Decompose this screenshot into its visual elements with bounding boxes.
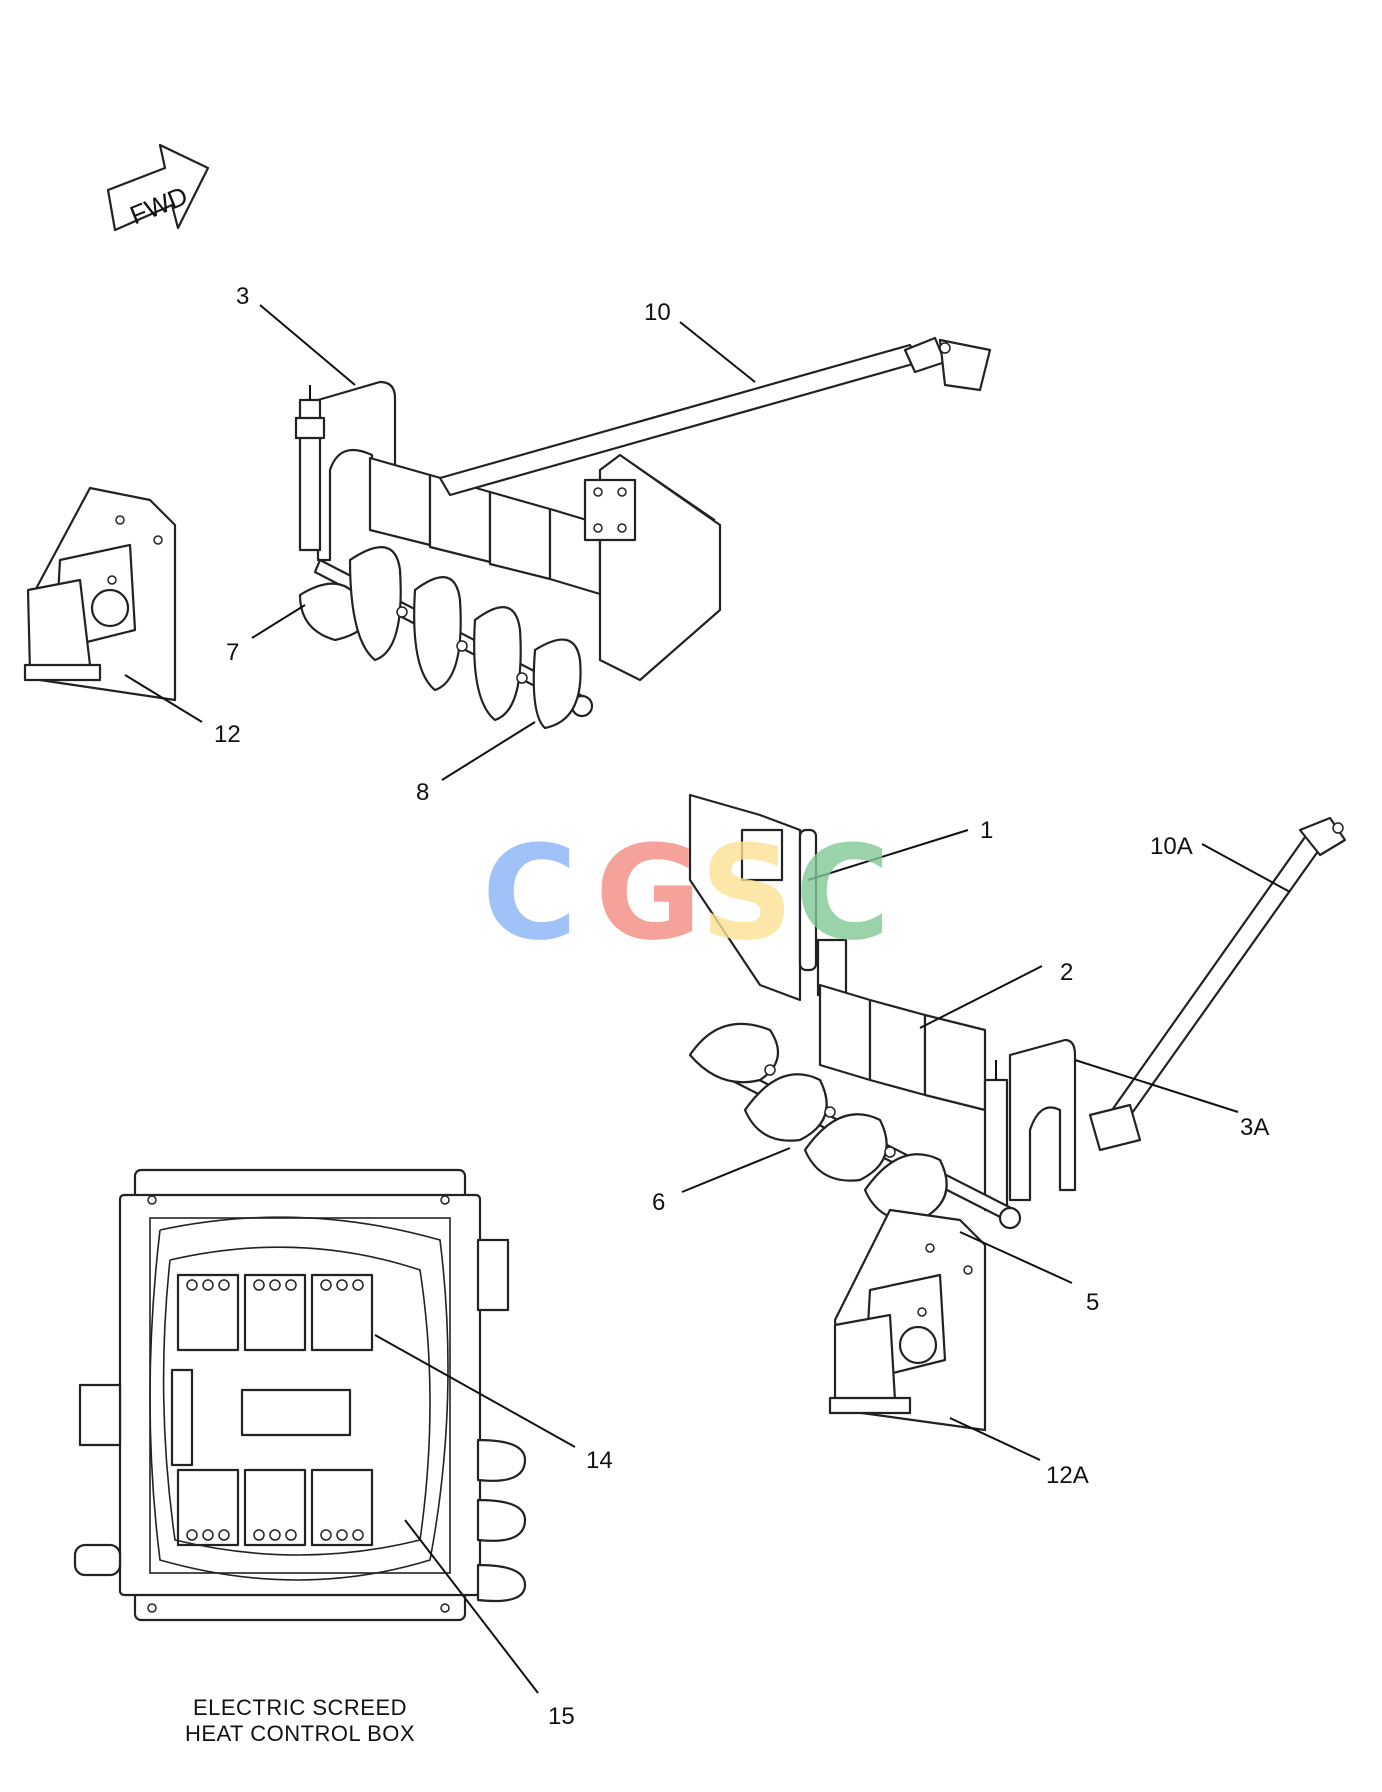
watermark-letter-3: S	[700, 817, 794, 969]
callout-7: 7	[226, 639, 239, 666]
callout-3: 3	[236, 283, 249, 310]
left-auger-assembly	[294, 336, 992, 730]
callout-8: 8	[416, 779, 429, 806]
callout-14: 14	[586, 1447, 613, 1474]
callout-3a: 3A	[1240, 1114, 1269, 1141]
callout-5: 5	[1086, 1289, 1099, 1316]
callout-10: 10	[644, 299, 671, 326]
right-auger-assembly	[688, 793, 1347, 1230]
callout-2: 2	[1060, 959, 1073, 986]
heat-control-box	[73, 1168, 527, 1622]
leader-lines	[124, 304, 1291, 1694]
callout-labels: 3 10 7 12 8 1 10A 2 3A 6 5 12A 14 15	[214, 283, 1269, 1730]
watermark-letter-4: C	[795, 817, 890, 969]
callout-10a: 10A	[1150, 833, 1193, 860]
watermark-letter-2: G	[595, 817, 702, 969]
left-ski-bracket	[23, 486, 177, 702]
callout-1: 1	[980, 817, 993, 844]
callout-12a: 12A	[1046, 1462, 1089, 1489]
watermark-logo: C G S C	[482, 817, 890, 969]
watermark-letter-1: C	[482, 817, 577, 969]
right-ski-bracket	[828, 1208, 987, 1432]
callout-6: 6	[652, 1189, 665, 1216]
caption-line-2: HEAT CONTROL BOX	[185, 1721, 415, 1746]
forward-arrow-icon: FWD	[106, 143, 210, 232]
callout-15: 15	[548, 1703, 575, 1730]
caption-line-1: ELECTRIC SCREED	[193, 1695, 407, 1720]
callout-12: 12	[214, 721, 241, 748]
